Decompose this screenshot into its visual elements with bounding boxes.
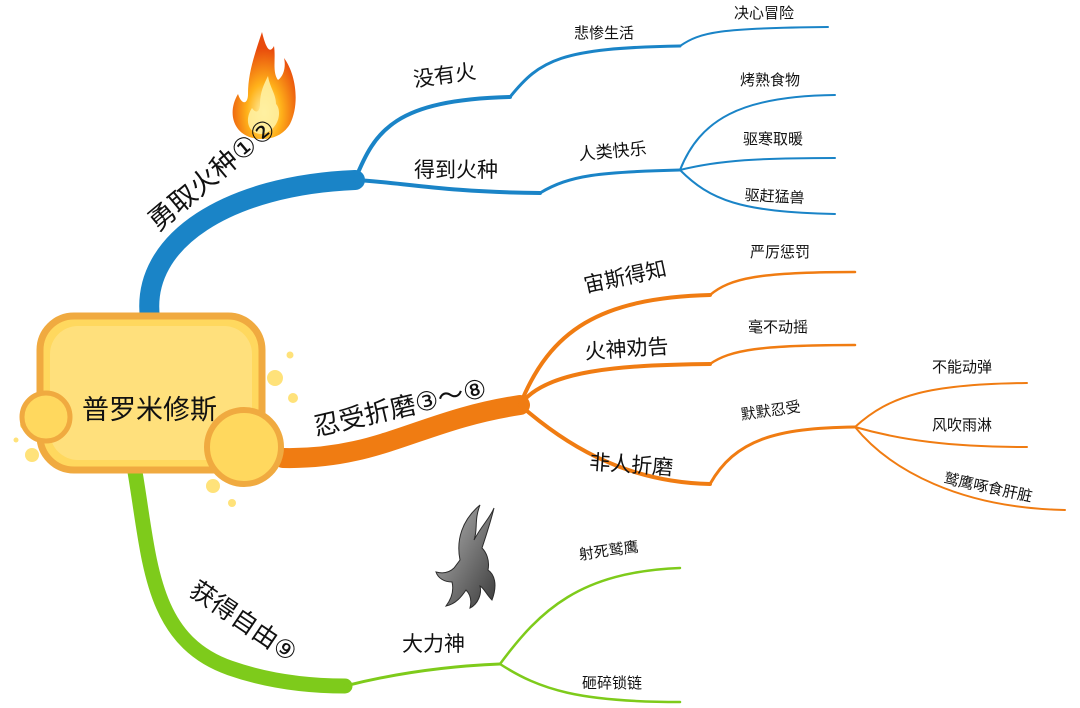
label-decide-adventure[interactable]: 决心冒险 [734,4,795,22]
label-severe-punish[interactable]: 严厉惩罚 [750,243,811,261]
label-drive-beasts[interactable]: 驱赶猛兽 [744,186,806,208]
label-cannot-move[interactable]: 不能动弹 [932,358,993,376]
label-miserable-life[interactable]: 悲惨生活 [574,24,635,42]
decor-dots [13,351,298,507]
label-cook-food[interactable]: 烤熟食物 [740,71,801,89]
branch-green-lines [127,464,682,704]
label-hercules[interactable]: 大力神 [402,632,465,656]
label-wind-rain[interactable]: 风吹雨淋 [932,416,993,434]
label-inhuman-torture[interactable]: 非人折磨 [588,450,674,480]
branch-orange-lines [273,270,1066,511]
label-get-fire[interactable]: 得到火种 [414,158,498,182]
fire-icon [232,32,296,139]
eagle-icon [435,504,496,609]
label-fire-god-advice[interactable]: 火神劝告 [583,334,670,364]
center-label[interactable]: 普罗米修斯 [82,395,217,426]
label-eagle-pecks[interactable]: 鹫鹰啄食肝脏 [942,469,1034,505]
central-node[interactable] [13,312,299,507]
label-unmoved[interactable]: 毫不动摇 [748,318,809,336]
label-keep-warm[interactable]: 驱寒取暖 [743,130,804,148]
label-smash-chains[interactable]: 砸碎锁链 [582,674,643,692]
branch-blue-lines [139,26,836,328]
